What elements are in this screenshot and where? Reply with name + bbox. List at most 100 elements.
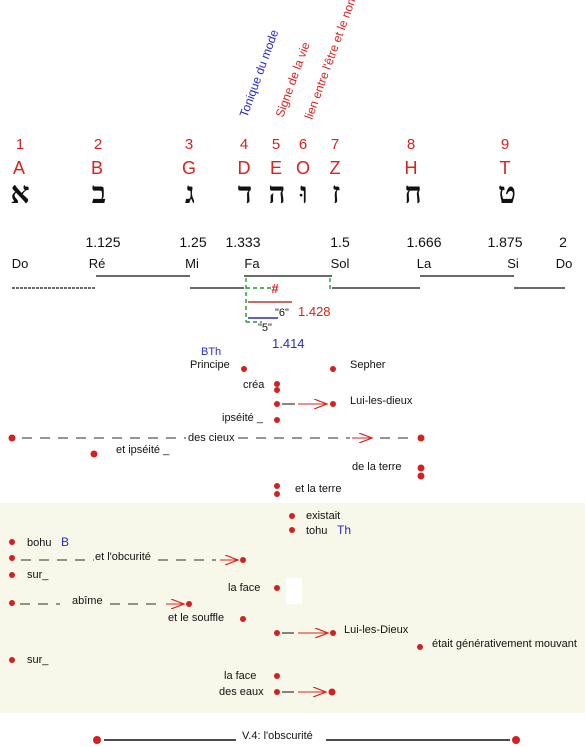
dot bbox=[274, 417, 280, 423]
word-la-face-2: la face bbox=[224, 670, 256, 682]
six-label: "6" bbox=[275, 307, 289, 319]
word-de-la-terre: de la terre bbox=[352, 461, 402, 473]
letter-number: 2 bbox=[94, 136, 102, 153]
letter-number: 6 bbox=[299, 136, 307, 153]
dot bbox=[274, 483, 280, 489]
letter-number: 1 bbox=[16, 136, 24, 153]
green-bracket bbox=[245, 278, 331, 323]
scale-steps bbox=[12, 275, 565, 289]
note-fa: Fa bbox=[244, 256, 260, 271]
ratio-fa: 1.333 bbox=[225, 234, 260, 250]
note-mi: Mi bbox=[185, 256, 199, 271]
letter-column-9: 9 T ט bbox=[498, 136, 516, 211]
dot bbox=[9, 657, 15, 663]
letter-column-6: 6 O וּ bbox=[296, 136, 310, 211]
latin-letter: A bbox=[13, 158, 25, 178]
hebrew-letter: ט bbox=[498, 176, 516, 211]
word-et-la-terre: et la terre bbox=[295, 483, 341, 495]
letter-column-4: 4 D ד bbox=[238, 136, 253, 211]
dot bbox=[512, 736, 520, 744]
word-ipseite: ipséité _ bbox=[222, 412, 264, 424]
dot bbox=[274, 401, 280, 407]
dot bbox=[274, 491, 280, 497]
letter-number: 3 bbox=[185, 136, 193, 153]
note-sol: Sol bbox=[331, 256, 350, 271]
dot bbox=[274, 673, 280, 679]
dot bbox=[8, 434, 16, 442]
hebrew-letter: ז bbox=[332, 176, 340, 211]
dot bbox=[417, 644, 423, 650]
word-bth: BTh bbox=[201, 346, 221, 358]
note-re: Ré bbox=[89, 256, 106, 271]
dot bbox=[274, 630, 280, 636]
ratio-mi: 1.25 bbox=[179, 234, 206, 250]
word-th: Th bbox=[337, 523, 351, 537]
word-principe: Principe bbox=[190, 359, 230, 371]
word-lui-les-dieux-2: Lui-les-Dieux bbox=[344, 624, 409, 636]
letter-column-2: 2 B ב bbox=[91, 136, 106, 211]
dot bbox=[417, 434, 425, 442]
word-abime: abîme bbox=[72, 595, 103, 607]
letter-number: 8 bbox=[407, 136, 415, 153]
five-value: 1.414 bbox=[272, 336, 305, 351]
latin-letter: H bbox=[405, 158, 418, 178]
word-des-eaux: des eaux bbox=[219, 686, 264, 698]
note-la: La bbox=[417, 256, 432, 271]
dot bbox=[274, 387, 280, 393]
letter-column-5: 5 E ה bbox=[268, 136, 285, 211]
latin-letter: T bbox=[500, 158, 511, 178]
letter-number: 4 bbox=[240, 136, 248, 153]
latin-letter: B bbox=[91, 158, 103, 178]
word-sur-2: sur_ bbox=[27, 654, 49, 666]
dot bbox=[186, 601, 192, 607]
word-bohu: bohu bbox=[27, 537, 51, 549]
word-et-ipseite: et ipséité _ bbox=[116, 444, 170, 456]
word-sur-1: sur_ bbox=[27, 569, 49, 581]
word-crea: créa bbox=[243, 379, 265, 391]
letter-column-7: 7 Z ז bbox=[330, 136, 341, 211]
five-label: "5" bbox=[258, 322, 272, 334]
blank-box bbox=[286, 578, 302, 604]
dot bbox=[9, 555, 15, 561]
hebrew-letter: ה bbox=[268, 176, 285, 211]
dot bbox=[241, 366, 247, 372]
note-si: Si bbox=[507, 256, 519, 271]
hebrew-letter: ב bbox=[92, 176, 106, 211]
word-lui-les-dieux: Lui-les-dieux bbox=[350, 395, 413, 407]
word-b: B bbox=[61, 535, 69, 549]
word-existait: existait bbox=[306, 510, 340, 522]
letter-number: 5 bbox=[272, 136, 280, 153]
word-v4: V.4: l'obscurité bbox=[242, 730, 313, 742]
hebrew-letter: ג bbox=[185, 176, 195, 211]
note-do-upper: Do bbox=[556, 256, 573, 271]
latin-letter: E bbox=[270, 158, 282, 178]
dot bbox=[328, 688, 336, 696]
latin-letter: Z bbox=[330, 158, 341, 178]
letter-column-3: 3 G ג bbox=[182, 136, 196, 211]
letter-column-8: 8 H ח bbox=[404, 136, 422, 211]
dot bbox=[93, 736, 101, 744]
dot bbox=[289, 513, 295, 519]
latin-letter: O bbox=[296, 158, 310, 178]
dot bbox=[274, 381, 280, 387]
latin-letter: G bbox=[182, 158, 196, 178]
ratio-sol: 1.5 bbox=[330, 234, 350, 250]
word-la-face-1: la face bbox=[228, 582, 260, 594]
word-des-cieux: des cieux bbox=[188, 432, 235, 444]
dot bbox=[240, 557, 246, 563]
word-sepher: Sepher bbox=[350, 359, 386, 371]
label-lien: lien entre l'être et le non être bbox=[302, 0, 367, 121]
dot bbox=[417, 472, 425, 480]
word-etait: était générativement mouvant bbox=[432, 638, 577, 650]
dot bbox=[289, 527, 295, 533]
letter-number: 9 bbox=[501, 136, 509, 153]
hebrew-letter: א bbox=[10, 176, 29, 211]
dot bbox=[330, 630, 336, 636]
dot bbox=[274, 689, 280, 695]
word-et-obscurite: et l'obcurité bbox=[95, 551, 151, 563]
six-value: 1.428 bbox=[298, 304, 331, 319]
sharp-sign: # bbox=[271, 281, 279, 296]
dot bbox=[9, 600, 15, 606]
dot bbox=[240, 616, 246, 622]
